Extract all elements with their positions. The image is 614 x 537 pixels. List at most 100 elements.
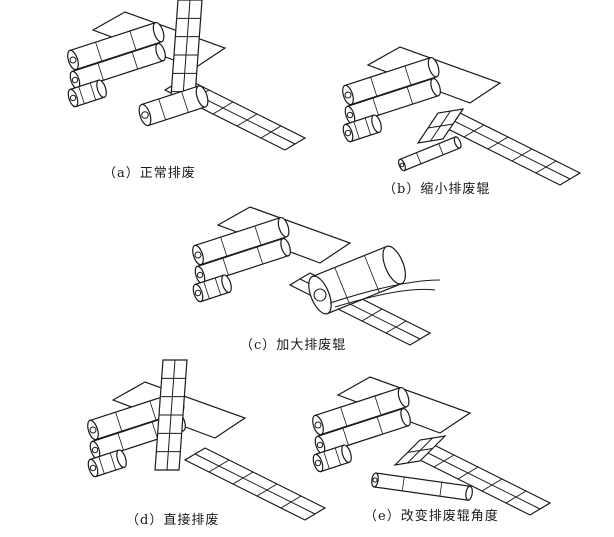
lower-die-roller (194, 237, 291, 285)
roller-end-cap (280, 237, 291, 257)
roller-end-cap (397, 386, 410, 408)
roller-band (404, 65, 412, 86)
roller-end-cap (453, 136, 462, 149)
waste-roller (138, 85, 209, 127)
ladder-divider (449, 118, 571, 180)
ladder-rung (256, 483, 278, 497)
roller-axle (344, 129, 352, 137)
caption-b: （b）缩小排废辊 (383, 182, 491, 197)
roller-band (95, 42, 103, 62)
roller-band (370, 77, 378, 97)
roller-band (97, 62, 104, 81)
output-label-strip (183, 447, 327, 521)
waste-matrix-ladder (154, 359, 188, 471)
ladder-rung (433, 454, 455, 468)
roller-end-cap (277, 216, 290, 238)
caption-a: （a）正常排废 (103, 166, 196, 181)
ladder-divider (194, 453, 316, 515)
ladder-rung (260, 125, 282, 139)
panel-a (67, 0, 307, 151)
roller-band (109, 452, 117, 471)
roller-axle (69, 56, 77, 64)
ladder-rung (463, 124, 485, 138)
roller-axle (141, 111, 149, 119)
roller-end-cap (116, 449, 127, 468)
ladder-rung (280, 495, 302, 509)
caption-e: （e）改变排废辊角度 (364, 509, 499, 524)
roller-axle (71, 76, 79, 84)
ladder-rung (487, 136, 509, 150)
lower-die-roller (69, 42, 166, 90)
roller-band (214, 277, 222, 296)
roller-band (149, 400, 157, 421)
waste-roller-angled (371, 472, 473, 501)
roller-band (222, 257, 229, 276)
ladder-rung (208, 459, 230, 473)
anvil-roller (67, 79, 107, 108)
roller-band (323, 451, 330, 469)
roller-axle (316, 441, 324, 449)
ladder-rung (511, 148, 533, 162)
waste-roller-small (398, 136, 462, 172)
ladder-rung (407, 448, 433, 453)
roller-end-cap (400, 407, 411, 427)
panel-c (192, 206, 441, 346)
roller-band (353, 121, 360, 139)
roller-end-cap (427, 56, 440, 78)
roller-band (364, 255, 380, 293)
roller-axle (313, 288, 327, 302)
roller-band (158, 98, 166, 121)
roller-band (151, 421, 159, 440)
roller-band (342, 427, 349, 446)
ladder-rung (481, 478, 503, 492)
roller-axle (194, 251, 202, 259)
ladder-rung (212, 101, 234, 115)
panel-e (312, 376, 552, 516)
roller-end-cap (341, 444, 352, 463)
roller-body (398, 136, 461, 172)
roller-band (98, 456, 105, 474)
roller-axle (372, 477, 378, 483)
roller-band (340, 407, 348, 427)
anvil-roller (342, 114, 382, 143)
roller-band (438, 143, 444, 155)
roller-band (416, 152, 422, 164)
roller-band (256, 246, 264, 265)
ladder-divider (419, 448, 541, 510)
roller-band (78, 86, 85, 104)
upper-die-roller (312, 386, 410, 436)
roller-axle (69, 94, 77, 102)
roller-end-cap (155, 42, 166, 62)
roller-end-cap (195, 85, 209, 108)
waste-strands (329, 279, 441, 308)
roller-band (364, 117, 372, 136)
ladder-rung (232, 471, 254, 485)
roller-axle (314, 421, 322, 429)
anvil-roller (87, 449, 127, 478)
roller-axle (344, 91, 352, 99)
roller-end-cap (430, 77, 441, 97)
roller-end-cap (96, 79, 107, 98)
lower-die-roller (344, 77, 441, 125)
roller-band (203, 281, 210, 299)
ladder-rung (236, 113, 258, 127)
roller-band (406, 86, 414, 105)
output-label-strip (438, 112, 582, 186)
ladder-rung (427, 123, 454, 129)
roller-band (181, 91, 189, 113)
roller-axle (399, 162, 405, 168)
panel-d (87, 359, 327, 521)
waste-matrix-ladder (393, 435, 447, 466)
roller-band (254, 225, 262, 246)
ladder-rung (385, 320, 407, 334)
roller-band (334, 447, 342, 466)
ladder-rung (505, 490, 527, 504)
caption-c: （c）加大排废辊 (240, 338, 347, 353)
roller-axle (89, 464, 97, 472)
upper-die-roller (192, 216, 290, 266)
anvil-roller (192, 274, 232, 303)
ladder-rung (535, 160, 557, 174)
panel-b (342, 46, 582, 186)
